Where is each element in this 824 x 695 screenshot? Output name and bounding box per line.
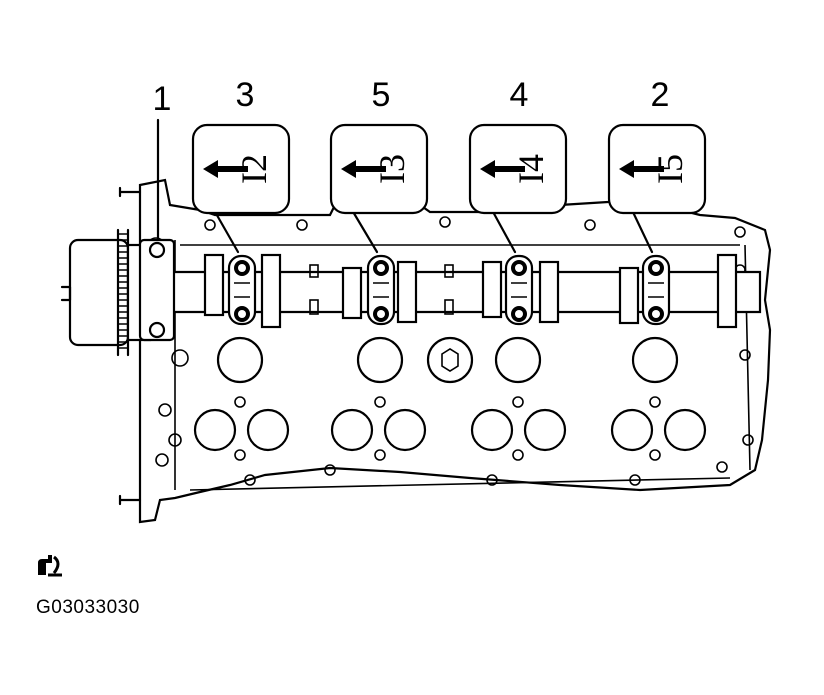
arrow-left-icon xyxy=(203,160,248,178)
sequence-numbers: 1 3 5 4 2 xyxy=(153,76,670,242)
sequence-number-1: 1 xyxy=(153,80,172,118)
cap-mark-I5: I5 xyxy=(650,154,690,184)
bearing-cap-2 xyxy=(641,254,671,326)
sequence-number-4: 4 xyxy=(510,76,529,114)
cap-mark-I4: I4 xyxy=(511,154,551,184)
arrow-left-icon xyxy=(619,160,664,178)
arrow-left-icon xyxy=(341,160,386,178)
cap-mark-I2: I2 xyxy=(234,154,274,184)
arrow-left-icon xyxy=(480,160,525,178)
sequence-number-2: 2 xyxy=(651,76,670,114)
cap-mark-I3: I3 xyxy=(372,154,412,184)
port-openings xyxy=(193,336,707,461)
sequence-number-3: 3 xyxy=(236,76,255,114)
service-note-icon xyxy=(38,555,62,577)
callouts: I2 I3 I4 I5 xyxy=(191,123,707,254)
bearing-cap-4 xyxy=(504,254,534,326)
bearing-cap-1 xyxy=(138,238,176,342)
camshaft xyxy=(148,253,762,329)
bearing-cap-3 xyxy=(227,254,257,326)
sequence-number-5: 5 xyxy=(372,76,391,114)
figure-code: G03033030 xyxy=(36,597,140,618)
cam-sprocket xyxy=(60,228,152,357)
bearing-cap-5 xyxy=(366,254,396,326)
bearing-caps xyxy=(138,238,671,342)
